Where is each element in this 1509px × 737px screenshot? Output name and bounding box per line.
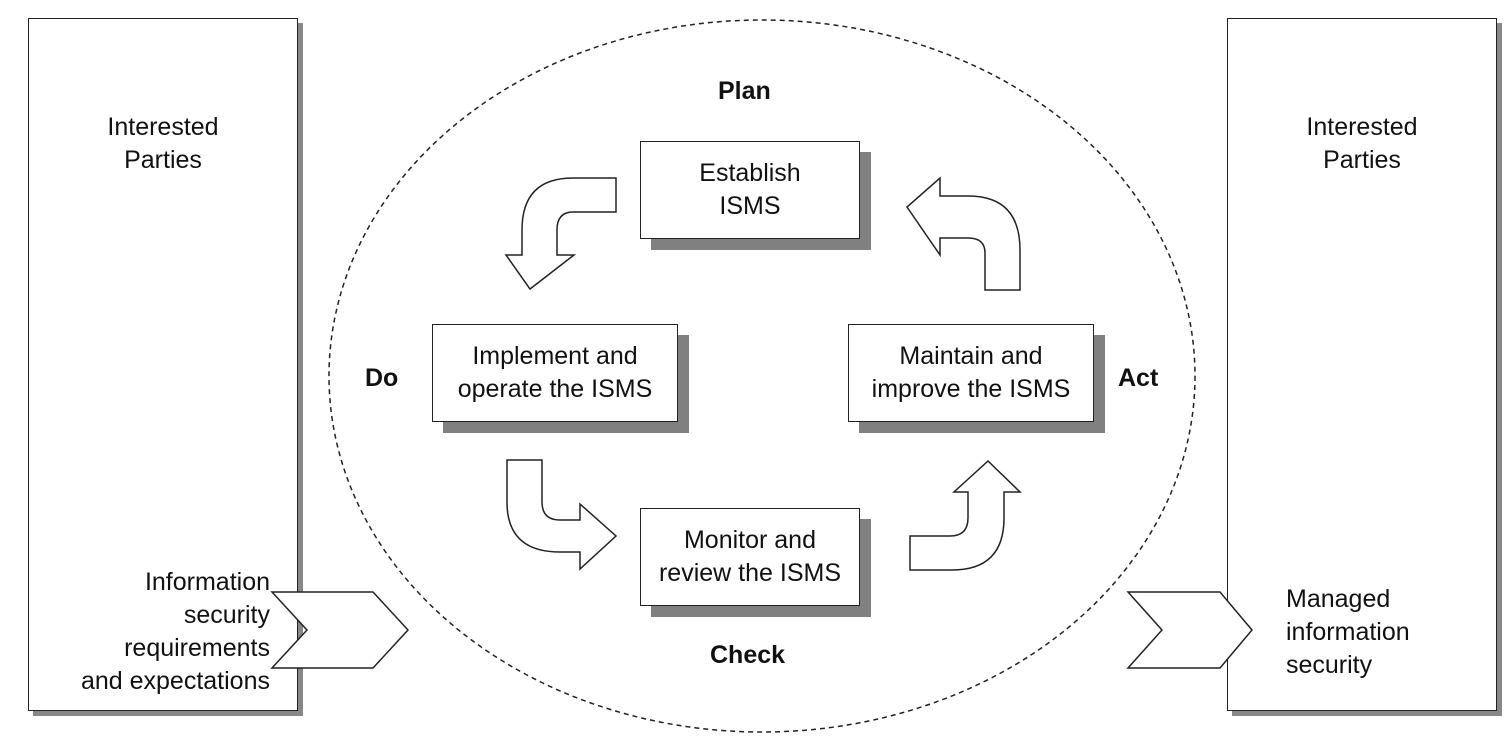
arrow-act-to-plan	[906, 176, 1021, 291]
phase-label-act: Act	[1118, 364, 1159, 392]
arrow-plan-to-do	[504, 177, 617, 291]
phase-label-check: Check	[710, 641, 786, 669]
output-chevron	[1126, 591, 1253, 669]
establish-isms-box: Establish ISMS	[640, 141, 860, 239]
arrow-check-to-act	[909, 459, 1022, 571]
left-panel-title: Interested Parties	[107, 113, 219, 174]
input-chevron	[270, 591, 410, 669]
monitor-review-isms-box: Monitor and review the ISMS	[640, 508, 860, 606]
right-panel-title: Interested Parties	[1306, 113, 1418, 174]
maintain-improve-isms-box: Maintain and improve the ISMS	[848, 324, 1094, 422]
phase-label-plan: Plan	[718, 77, 771, 105]
right-interested-parties-panel	[1227, 18, 1497, 711]
input-label: Information security requirements and ex…	[80, 568, 270, 695]
implement-operate-isms-box: Implement and operate the ISMS	[432, 324, 678, 422]
phase-label-do: Do	[365, 364, 399, 392]
output-label: Managed information security	[1286, 585, 1410, 679]
left-interested-parties-panel	[28, 18, 298, 711]
isms-boundary-ellipse	[328, 19, 1196, 733]
arrow-do-to-check	[506, 459, 618, 571]
